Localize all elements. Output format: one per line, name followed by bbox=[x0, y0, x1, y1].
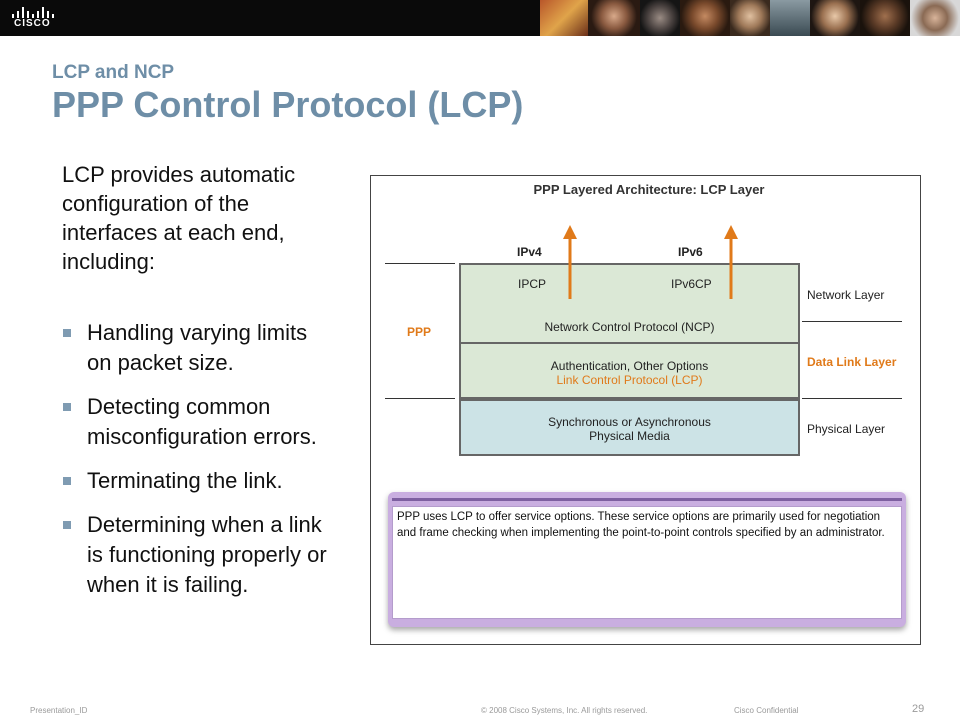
datalink-physical-divider bbox=[802, 398, 902, 399]
bullet-list: Handling varying limits on packet size. … bbox=[62, 318, 332, 614]
copyright-text: © 2008 Cisco Systems, Inc. All rights re… bbox=[481, 706, 648, 715]
ncp-label: Network Control Protocol (NCP) bbox=[544, 320, 715, 334]
physical-layer-box: Synchronous or Asynchronous Physical Med… bbox=[459, 399, 800, 456]
bullet-item: Terminating the link. bbox=[62, 466, 332, 496]
lcp-layer-box: Authentication, Other Options Link Contr… bbox=[459, 343, 800, 399]
ppp-top-divider bbox=[385, 263, 455, 264]
ipcp-label: IPCP bbox=[518, 277, 547, 291]
note-box: PPP uses LCP to offer service options. T… bbox=[388, 492, 906, 627]
ipv4-label: IPv4 bbox=[517, 245, 542, 259]
slide-title: PPP Control Protocol (LCP) bbox=[52, 84, 524, 125]
lcp-options-label: Authentication, Other Options bbox=[550, 359, 709, 373]
bullet-text: Determining when a link is functioning p… bbox=[87, 512, 327, 597]
network-layer-label: Network Layer bbox=[807, 288, 885, 302]
bullet-item: Handling varying limits on packet size. bbox=[62, 318, 332, 378]
cisco-bars-icon bbox=[12, 6, 56, 18]
square-bullet-icon bbox=[63, 329, 71, 337]
header-banner: CISCO bbox=[0, 0, 960, 36]
lcp-label: Link Control Protocol (LCP) bbox=[556, 373, 703, 387]
square-bullet-icon bbox=[63, 403, 71, 411]
ipv4-up-arrow-icon bbox=[563, 225, 577, 299]
data-link-layer-label: Data Link Layer bbox=[807, 355, 897, 369]
bullet-text: Handling varying limits on packet size. bbox=[87, 320, 308, 375]
intro-text: LCP provides automatic configuration of … bbox=[62, 162, 296, 274]
bullet-item: Determining when a link is functioning p… bbox=[62, 510, 332, 600]
person-photo-image bbox=[810, 0, 860, 36]
header-photo-strip bbox=[540, 0, 960, 36]
page-number: 29 bbox=[912, 703, 925, 715]
ipv6-up-arrow-icon bbox=[724, 225, 738, 299]
slide-subtitle: LCP and NCP bbox=[52, 62, 175, 83]
photo-collage-image bbox=[540, 0, 588, 36]
cisco-logo: CISCO bbox=[12, 4, 72, 32]
whiteboard-photo-image bbox=[770, 0, 810, 36]
bullet-text: Terminating the link. bbox=[87, 468, 283, 493]
note-text: PPP uses LCP to offer service options. T… bbox=[397, 511, 885, 539]
presentation-id: Presentation_ID bbox=[30, 706, 88, 715]
physical-media-label-line2: Physical Media bbox=[589, 429, 670, 443]
bullet-item: Detecting common misconfiguration errors… bbox=[62, 392, 332, 452]
bullet-text: Detecting common misconfiguration errors… bbox=[87, 394, 317, 449]
ipv6-label: IPv6 bbox=[678, 245, 703, 259]
confidential-text: Cisco Confidential bbox=[734, 706, 799, 715]
cisco-logo-text: CISCO bbox=[14, 18, 51, 29]
note-accent-line bbox=[392, 498, 902, 501]
square-bullet-icon bbox=[63, 477, 71, 485]
ppp-architecture-diagram: PPP Layered Architecture: LCP Layer IPv4… bbox=[370, 175, 921, 645]
ncp-layer-box: IPCP IPv6CP Network Control Protocol (NC… bbox=[459, 263, 800, 343]
diagram-title: PPP Layered Architecture: LCP Layer bbox=[533, 182, 765, 197]
network-datalink-divider bbox=[802, 321, 902, 322]
ipv6cp-label: IPv6CP bbox=[671, 277, 712, 291]
ppp-bottom-divider bbox=[385, 398, 455, 399]
person-photo-image bbox=[910, 0, 960, 36]
person-photo-image bbox=[860, 0, 910, 36]
person-photo-image bbox=[730, 0, 770, 36]
note-content-area: PPP uses LCP to offer service options. T… bbox=[392, 506, 902, 619]
person-photo-image bbox=[588, 0, 640, 36]
physical-media-label-line1: Synchronous or Asynchronous bbox=[548, 415, 711, 429]
square-bullet-icon bbox=[63, 521, 71, 529]
ppp-label: PPP bbox=[407, 325, 432, 339]
person-photo-image bbox=[640, 0, 680, 36]
person-photo-image bbox=[680, 0, 730, 36]
physical-layer-label: Physical Layer bbox=[807, 422, 886, 436]
